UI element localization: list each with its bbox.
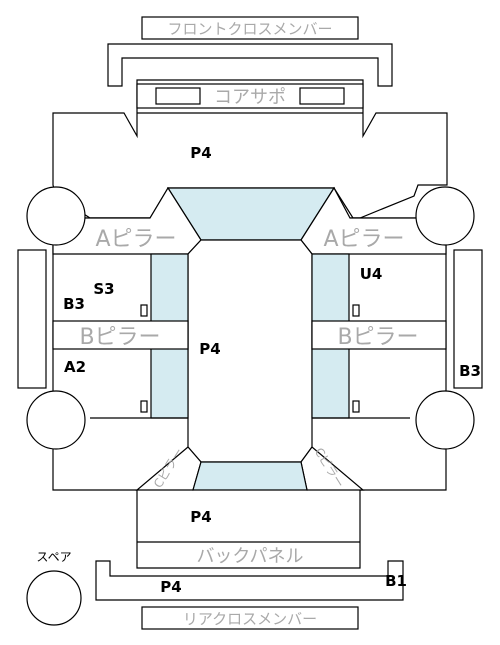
front-cross-member-label: フロントクロスメンバー	[167, 20, 332, 38]
rear-cross-member-box	[141, 606, 359, 630]
wheel-rear-right	[415, 390, 475, 450]
b-pillar-left	[52, 320, 189, 350]
handle-front-right	[352, 304, 360, 317]
spare-tire-icon	[26, 570, 82, 626]
headlight-left	[155, 87, 201, 105]
code-left-side-sill: B3	[63, 295, 85, 313]
b-pillar-right-label: Bピラー	[337, 325, 418, 350]
b-pillar-left-label: Bピラー	[79, 325, 160, 350]
front-cross-member-box	[141, 16, 359, 40]
a-pillar-right-label: Aピラー	[323, 227, 404, 252]
right-side-rail	[453, 249, 483, 389]
code-roof: P4	[199, 340, 220, 358]
code-front-right-door: U4	[360, 265, 383, 283]
code-rear-member: B1	[385, 572, 407, 590]
wheel-rear-left	[26, 390, 86, 450]
code-trunk: P4	[190, 508, 211, 526]
headlight-right	[299, 87, 345, 105]
a-pillar-left-label: Aピラー	[95, 227, 176, 252]
spare-label: スペア	[36, 550, 71, 564]
wheel-front-right	[415, 186, 475, 246]
core-support-label: コアサポ	[214, 87, 286, 108]
rear-window	[192, 461, 308, 491]
rear-bumper	[95, 560, 404, 601]
code-right-side-sill: B3	[459, 362, 481, 380]
rear-cross-member-label: リアクロスメンバー	[183, 610, 317, 628]
left-side-rail	[17, 249, 47, 389]
handle-rear-left	[140, 400, 148, 413]
b-pillar-right	[311, 320, 447, 350]
wheel-front-left	[26, 186, 86, 246]
code-front-left-door: S3	[93, 280, 114, 298]
code-hood: P4	[190, 144, 211, 162]
code-rear-left-door: A2	[64, 358, 86, 376]
back-panel-label: バックパネル	[196, 546, 303, 567]
code-rear-floor: P4	[160, 578, 181, 596]
handle-front-left	[140, 304, 148, 317]
handle-rear-right	[352, 400, 360, 413]
front-bumper	[107, 43, 393, 87]
